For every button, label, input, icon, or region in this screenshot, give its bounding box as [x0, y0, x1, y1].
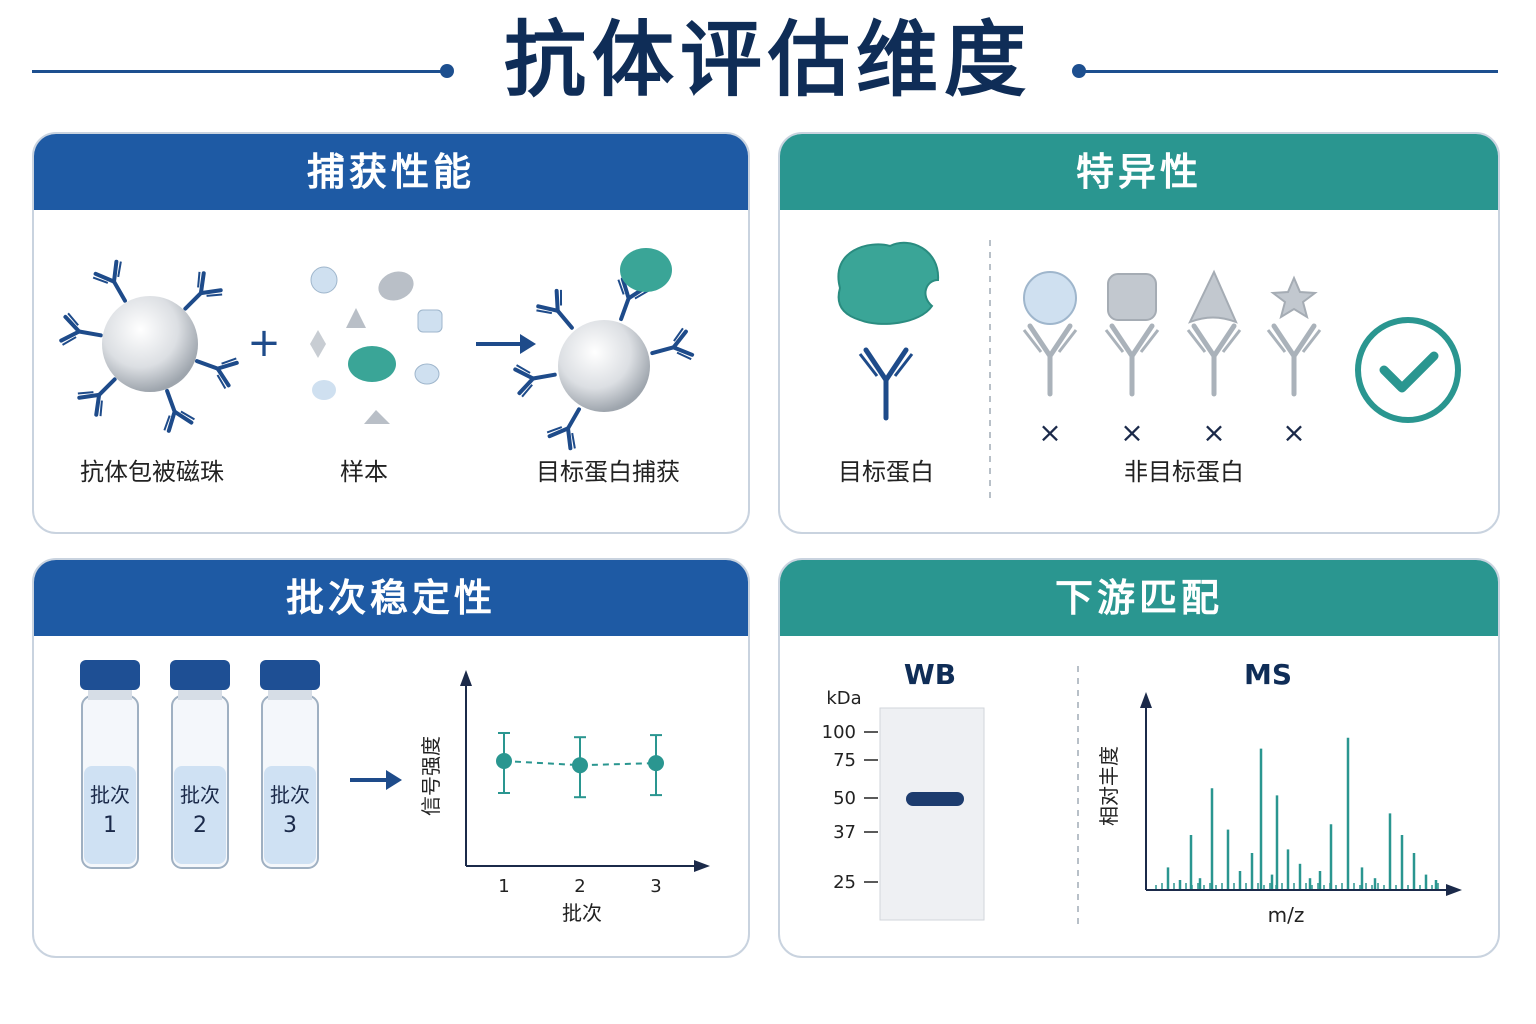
target-label: 目标蛋白	[838, 458, 934, 486]
wb-title: WB	[904, 658, 956, 691]
bead-label: 抗体包被磁珠	[80, 458, 224, 486]
plus-icon: +	[247, 320, 281, 366]
sample-mixture	[310, 266, 443, 424]
cross-icon: ×	[1120, 416, 1143, 449]
wb-blot	[879, 707, 985, 921]
ms-y-label: 相对丰度	[1097, 746, 1121, 826]
specificity-heading: 特异性	[780, 134, 1498, 210]
series-line	[503, 760, 657, 767]
antibody-bead	[58, 257, 241, 435]
downstream-panel: 下游匹配 WB kDa 100 75 50 37 25 MS 相对丰度 m/z	[778, 558, 1500, 958]
ms-spectrum	[1155, 737, 1439, 889]
specificity-panel: 特异性 × × × ×	[778, 132, 1500, 534]
batch-diagram: 批次 1 批次 2 批次 3 信号强度 批次 1 2 3	[80, 660, 710, 925]
title-left-line	[32, 70, 446, 73]
data-point	[648, 755, 664, 772]
wb-marker-label: 37	[833, 822, 856, 843]
batch-panel: 批次稳定性 批次 1 批次 2 批次 3 信号强度 批次 1 2 3	[32, 558, 750, 958]
wb-marker-label: 100	[822, 722, 856, 743]
wb-unit: kDa	[826, 688, 861, 709]
vial-label: 批次	[90, 783, 130, 807]
x-tick-label: 3	[650, 876, 661, 897]
ms-title: MS	[1244, 658, 1292, 691]
vial-label: 批次	[180, 783, 220, 807]
vial-number: 3	[283, 813, 297, 838]
y-axis-label: 信号强度	[419, 736, 443, 816]
vial-cap	[80, 660, 140, 690]
capture-heading: 捕获性能	[34, 134, 748, 210]
arrow-icon	[350, 770, 402, 790]
captured-bead	[512, 248, 696, 453]
ms-x-label: m/z	[1268, 903, 1305, 927]
cross-icon: ×	[1038, 416, 1061, 449]
wb-markers: 100 75 50 37 25	[822, 722, 878, 893]
vial-number: 2	[193, 813, 207, 838]
vial-cap	[260, 660, 320, 690]
capture-label: 目标蛋白捕获	[536, 458, 680, 486]
wb-marker-label: 50	[833, 788, 856, 809]
wb-marker-label: 75	[833, 750, 856, 771]
page-title: 抗体评估维度	[503, 13, 1032, 108]
sample-label: 样本	[340, 458, 388, 486]
arrow-icon	[476, 334, 536, 354]
vial-label: 批次	[270, 783, 310, 807]
x-tick-label: 2	[574, 876, 585, 897]
nontarget-label: 非目标蛋白	[1124, 458, 1244, 486]
checkmark-icon	[1355, 317, 1461, 423]
vial: 批次 2	[170, 660, 230, 869]
vial: 批次 1	[80, 660, 140, 869]
vial: 批次 3	[260, 660, 320, 869]
capture-panel: 捕获性能	[32, 132, 750, 534]
vials: 批次 1 批次 2 批次 3	[80, 660, 320, 869]
downstream-diagram: WB kDa 100 75 50 37 25 MS 相对丰度 m/z	[822, 658, 1462, 927]
target-binding	[837, 241, 940, 418]
page-header: 抗体评估维度	[0, 6, 1536, 116]
capture-diagram: + 抗体	[58, 248, 696, 486]
title-left-dot	[440, 64, 454, 78]
wb-band	[906, 792, 964, 806]
title-right-dot	[1072, 64, 1086, 78]
vial-number: 1	[103, 813, 117, 838]
title-right-line	[1084, 70, 1498, 73]
cross-icon: ×	[1282, 416, 1305, 449]
data-point	[496, 753, 512, 769]
vial-cap	[170, 660, 230, 690]
specificity-diagram: × × × × 目标蛋白 非目标蛋白	[837, 240, 1461, 500]
wb-marker-label: 25	[833, 872, 856, 893]
batch-heading: 批次稳定性	[34, 560, 748, 636]
batch-chart: 信号强度 批次 1 2 3	[419, 670, 710, 925]
cross-icon: ×	[1202, 416, 1225, 449]
downstream-heading: 下游匹配	[780, 560, 1498, 636]
data-point	[572, 757, 588, 774]
nontarget-group: × × × ×	[1024, 269, 1320, 449]
x-axis-label: 批次	[562, 901, 602, 925]
x-tick-label: 1	[498, 876, 509, 897]
